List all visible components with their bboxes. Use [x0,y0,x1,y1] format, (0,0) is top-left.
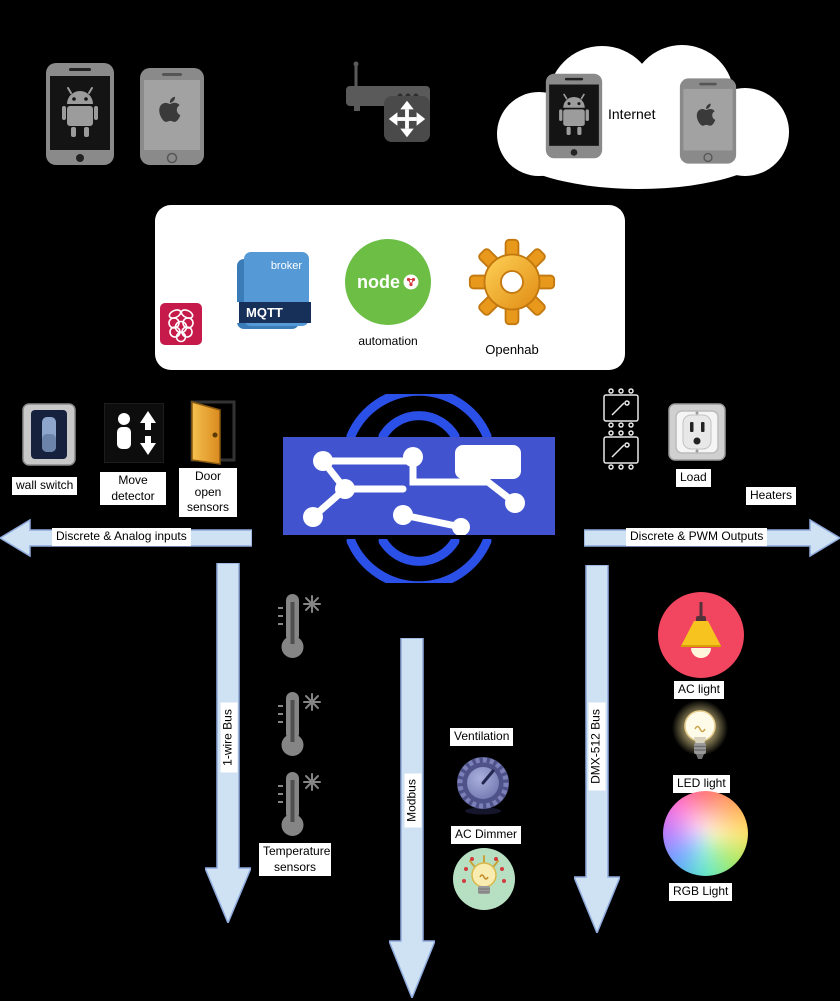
mqtt-label: MQTT [235,302,311,323]
wifi-arcs-bottom-icon [346,539,492,583]
power-outlet-icon [668,403,726,461]
led-light-label: LED light [673,775,730,793]
internet-label: Internet [608,106,656,122]
rgb-gradient [663,791,748,876]
temperature-sensor-icon [278,772,321,836]
temperature-sensor-icon [278,692,321,756]
iphone-icon [140,68,204,165]
rgb-light-icon [663,791,748,876]
move-detector-label: Move detector [100,472,166,506]
heaters-label: Heaters [746,487,797,505]
ac-dimmer-bulb-icon [453,848,515,910]
relay-modules-icon [603,388,639,470]
wall-switch-icon [22,403,76,466]
wifi-arcs-top-icon [346,394,492,438]
openhab-label: Openhab [485,342,539,357]
temperature-sensors-label: Temperature sensors [259,843,331,877]
network-switch-icon [384,96,430,142]
openhab-gear-icon [468,238,556,326]
outputs-arrow-label: Discrete & PWM Outputs [626,528,768,546]
led-light-icon [672,700,728,759]
inputs-arrow-label: Discrete & Analog inputs [52,528,191,546]
controller-board-icon [283,437,555,535]
rgb-light-label: RGB Light [669,883,733,901]
raspberry-pi-icon [160,303,202,345]
modbus-label: Modbus [404,773,422,828]
load-label: Load [676,469,711,487]
ventilation-label: Ventilation [450,728,514,746]
android-phone-icon [46,63,114,165]
ac-light-icon [658,592,744,678]
wall-switch-label: wall switch [12,477,78,495]
iphone-icon [679,78,737,164]
node-label: node [357,271,400,292]
node-badge-icon [403,274,419,290]
node-automation-icon: node [345,239,431,325]
temperature-sensor-icon [278,594,321,658]
door-open-sensors-label: Door open sensors [179,468,237,517]
ventilation-knob-icon [457,757,509,815]
broker-page: broker MQTT [235,252,311,326]
ac-light-label: AC light [674,681,725,699]
dmx-bus-label: DMX-512 Bus [588,702,606,791]
android-phone-icon [545,73,603,159]
ac-dimmer-label: AC Dimmer [451,826,521,844]
move-detector-icon [104,403,164,463]
mqtt-broker-icon: broker MQTT [235,252,311,332]
automation-label: automation [358,334,418,348]
door-open-icon [190,400,236,465]
one-wire-bus-label: 1-wire Bus [220,702,238,773]
broker-label: broker [270,260,302,272]
